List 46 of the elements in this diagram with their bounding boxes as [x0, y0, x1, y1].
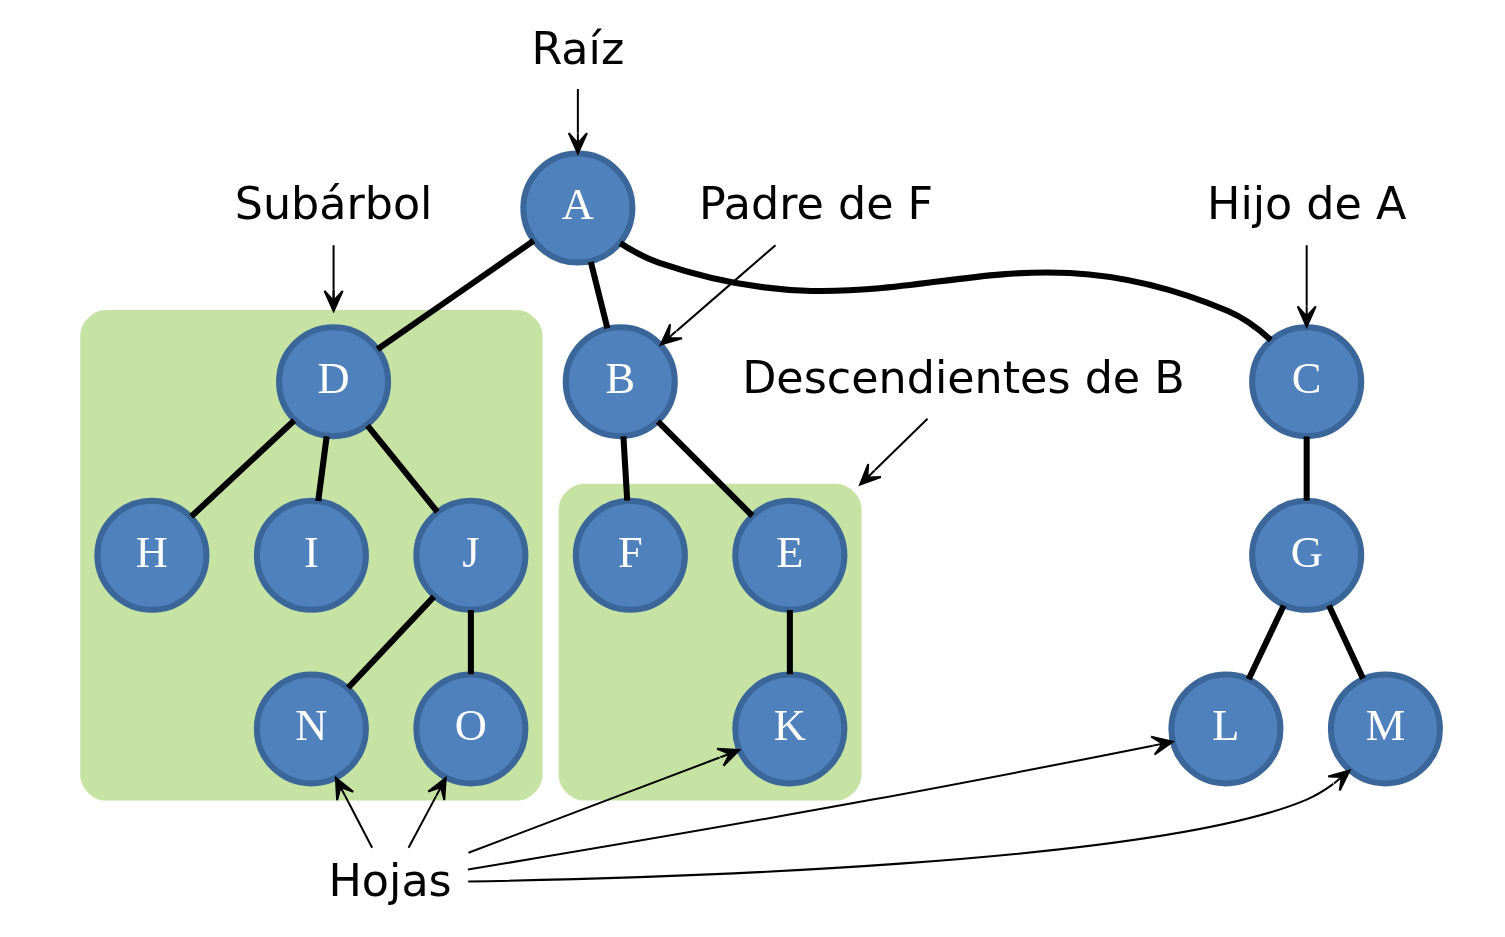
node-circle: L: [1168, 671, 1284, 787]
node-circle: E: [732, 497, 848, 613]
arrow: [407, 777, 447, 849]
connector: [315, 436, 330, 502]
node-circle: G: [1249, 497, 1365, 613]
connector: [365, 423, 440, 514]
node-circle: F: [572, 497, 688, 613]
node-circle: K: [732, 671, 848, 787]
connector: [345, 594, 437, 690]
arrow: [659, 244, 777, 346]
arrow: [567, 89, 588, 155]
node-circle: C: [1249, 324, 1365, 440]
connector: [620, 436, 631, 501]
node-text: Hijo de A: [1207, 178, 1407, 230]
connector: [1245, 604, 1287, 681]
connector: [786, 610, 793, 675]
arrow: [859, 418, 929, 486]
connector: [1326, 604, 1366, 680]
node-text: Padre de F: [699, 178, 934, 230]
connector: [618, 240, 1273, 343]
connector: [587, 261, 611, 329]
arrow: [468, 747, 741, 854]
arrow: [334, 777, 374, 849]
cluster: [558, 483, 862, 801]
node-circle: D: [276, 324, 392, 440]
node-text: Descendientes de B: [742, 351, 1185, 403]
node-circle: M: [1327, 671, 1443, 787]
arrow: [467, 735, 1174, 871]
node-circle: I: [253, 497, 369, 613]
connector: [189, 418, 297, 519]
node-circle: A: [520, 150, 636, 266]
connector: [467, 610, 474, 675]
node-circle: N: [253, 671, 369, 787]
node-text: Subárbol: [234, 178, 433, 230]
connector: [655, 419, 755, 518]
node-circle: B: [562, 324, 678, 440]
node-circle: H: [94, 497, 210, 613]
arrow: [468, 769, 1351, 883]
arrow: [323, 245, 344, 313]
node-text: Hojas: [328, 854, 452, 906]
node-circle: J: [413, 497, 529, 613]
node-text: Raíz: [531, 22, 625, 74]
node-circle: O: [413, 671, 529, 787]
connector: [375, 238, 536, 352]
arrow: [1296, 245, 1317, 328]
connector: [1303, 436, 1310, 501]
